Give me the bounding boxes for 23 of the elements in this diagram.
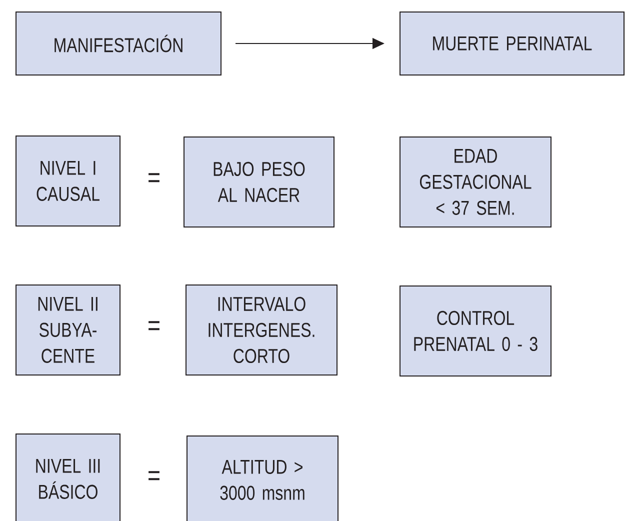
box-label: NIVEL III BÁSICO <box>36 459 100 499</box>
text-box <box>186 284 338 376</box>
text-box <box>400 136 552 228</box>
box-label: MUERTE PERINATAL <box>433 36 592 50</box>
box-label: INTERVALO INTERGENES. CORTO <box>208 296 314 364</box>
text-box <box>16 12 222 76</box>
box-label: MANIFESTACIÓN <box>54 34 182 52</box>
box-label: BAJO PESO AL NACER <box>214 162 305 202</box>
text-box <box>400 286 552 376</box>
text-box <box>186 435 338 521</box>
equals-sign: = <box>148 471 160 480</box>
text-box <box>184 136 334 228</box>
box-label: NIVEL I CAUSAL <box>36 161 100 201</box>
box-label: CONTROL PRENATAL 0 - 3 <box>414 310 538 352</box>
text-box <box>400 12 624 76</box>
text-box <box>16 284 120 376</box>
equals-sign: = <box>148 173 160 182</box>
box-label: NIVEL II SUBYA- CENTE <box>38 297 98 363</box>
box-label: EDAD GESTACIONAL < 37 SEM. <box>420 149 532 215</box>
text-box <box>16 136 120 226</box>
box-label: ALTITUD > 3000 msnm <box>220 460 304 500</box>
equals-sign: = <box>148 321 160 330</box>
text-box <box>16 433 120 521</box>
